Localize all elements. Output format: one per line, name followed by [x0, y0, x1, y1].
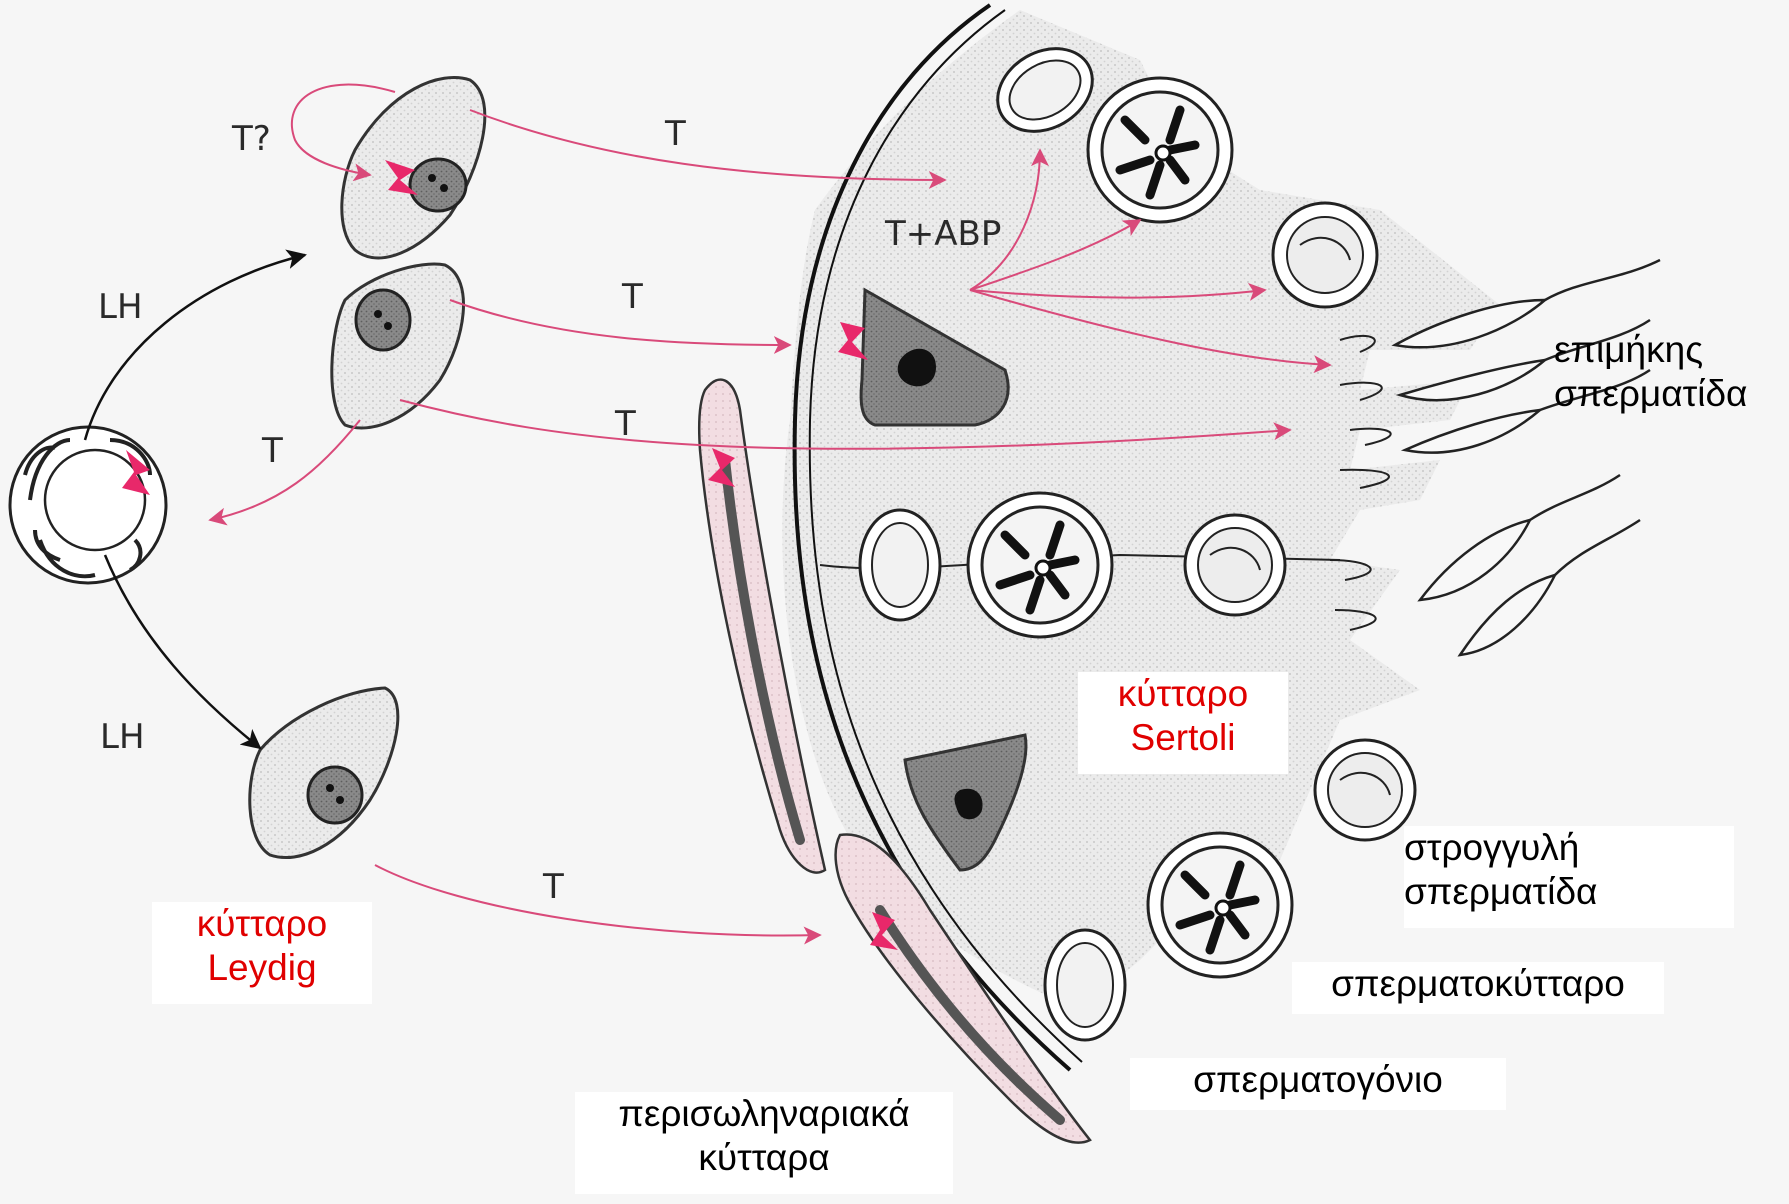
t-abp-label: T+ABP — [884, 214, 1001, 254]
t-left-label: T — [261, 431, 283, 471]
sertoli-label: κύτταρο Sertoli — [1078, 672, 1288, 774]
round-label-line1: στρογγυλή — [1404, 826, 1734, 870]
t-question-label: T? — [231, 119, 271, 159]
t-middle-label: T — [621, 277, 643, 317]
sertoli-label-line2: Sertoli — [1078, 716, 1288, 760]
elongated-label-line1: επιμήκης — [1554, 328, 1789, 372]
gonadotroph-cell — [10, 427, 166, 583]
t-middle2-label: T — [614, 404, 636, 444]
lh-bottom-label: LH — [100, 717, 145, 757]
leydig-label-line2: Leydig — [152, 946, 372, 990]
peritubular-label-line2: κύτταρα — [575, 1136, 953, 1180]
leydig-label: κύτταρο Leydig — [152, 902, 372, 1004]
leydig-label-line1: κύτταρο — [152, 902, 372, 946]
elongated-label-line2: σπερματίδα — [1554, 372, 1789, 416]
round-spermatid-label: στρογγυλή σπερματίδα — [1404, 826, 1734, 928]
peritubular-label: περισωληναριακά κύτταρα — [575, 1092, 953, 1194]
round-label-line2: σπερματίδα — [1404, 870, 1734, 914]
spermatocyte-label: σπερματοκύτταρο — [1292, 962, 1664, 1014]
spermatogonium-label: σπερματογόνιο — [1130, 1058, 1506, 1110]
t-bottom-label: T — [542, 867, 564, 907]
lh-top-label: LH — [98, 287, 143, 327]
sertoli-label-line1: κύτταρο — [1078, 672, 1288, 716]
elongated-spermatid-label: επιμήκης σπερματίδα — [1554, 328, 1789, 428]
peritubular-label-line1: περισωληναριακά — [575, 1092, 953, 1136]
t-top-label: T — [664, 114, 686, 154]
